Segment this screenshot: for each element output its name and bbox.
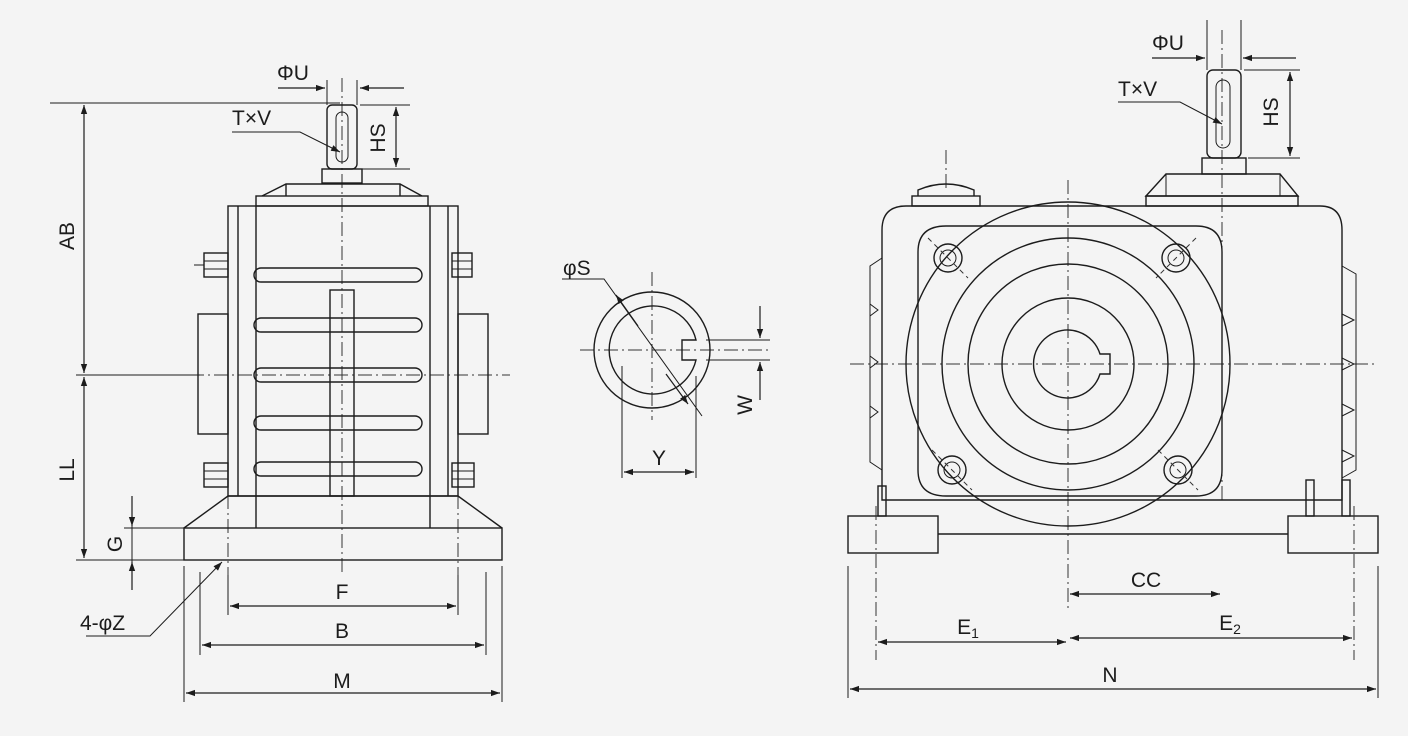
n-label: N (1102, 664, 1117, 687)
e1-label: E1 (957, 616, 979, 641)
front-phi-u-label: ΦU (277, 62, 309, 85)
w-label: W (734, 395, 757, 415)
front-base-taper (183, 495, 503, 529)
side-phi-u-label: ΦU (1152, 32, 1184, 55)
front-t-x-v-label: T×V (232, 107, 271, 130)
side-hs-label: HS (1260, 97, 1283, 126)
side-output-shaft (1201, 69, 1247, 175)
ab-label: AB (56, 222, 79, 250)
front-left-bearing-cap (197, 313, 229, 435)
y-label: Y (652, 447, 666, 470)
side-left-ribs (869, 257, 883, 471)
front-view: AB LL G 4-φZ F B M ΦU T×V HS (50, 62, 510, 702)
e2-label: E2 (1219, 612, 1241, 637)
shaft-section-view: W φS Y (562, 257, 770, 478)
front-bolts (194, 252, 475, 488)
front-cooling-fins (253, 267, 423, 477)
m-label: M (333, 670, 351, 693)
phi-s-label: φS (563, 257, 591, 280)
side-square-flange (917, 225, 1223, 497)
breather-plug (911, 183, 981, 207)
side-right-ribs (1341, 265, 1357, 479)
g-label: G (104, 536, 127, 552)
shaft-section-outer (593, 291, 711, 409)
front-output-shaft (321, 104, 363, 184)
cc-label: CC (1131, 569, 1161, 592)
side-bolt-holes (927, 237, 1199, 491)
shaft-section-keyway (608, 305, 697, 395)
side-t-x-v-label: T×V (1118, 78, 1157, 101)
side-left-foot (847, 515, 939, 554)
front-base (183, 527, 503, 561)
side-right-foot (1287, 515, 1379, 554)
front-housing (227, 205, 459, 497)
ll-label: LL (56, 458, 79, 481)
side-bore-keyway (1032, 329, 1111, 399)
b-label: B (335, 620, 349, 643)
front-right-bearing-cap (457, 313, 489, 435)
side-view: ΦU T×V HS CC E1 E2 N (847, 20, 1379, 698)
f-label: F (336, 581, 349, 604)
z-label: 4-φZ (80, 612, 125, 635)
front-hs-label: HS (367, 123, 390, 152)
